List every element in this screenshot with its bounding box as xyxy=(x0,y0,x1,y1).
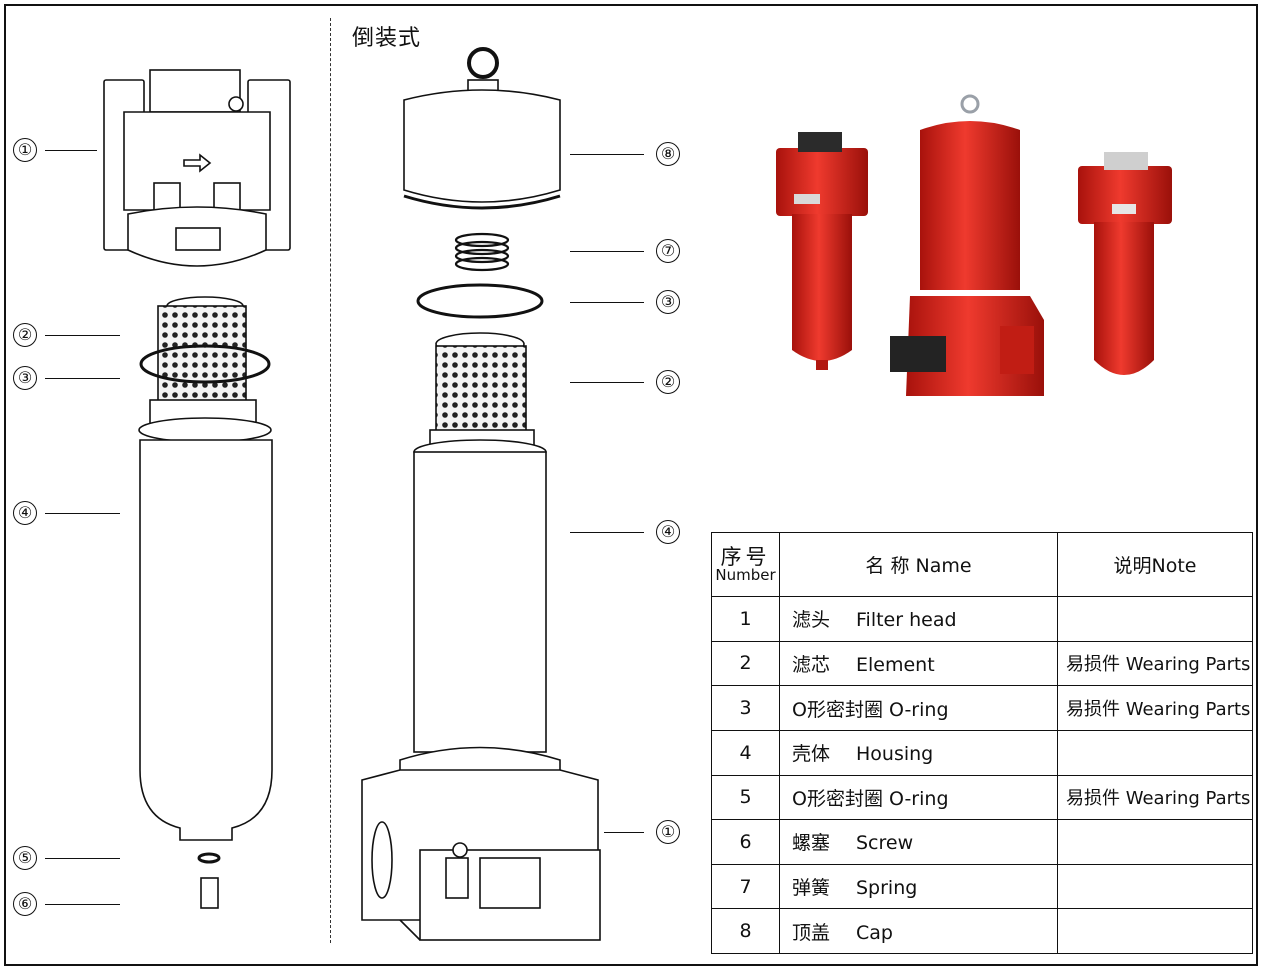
parts-table: 序号 Number 名 称 Name 说明Note 1 滤头 Filter hea… xyxy=(711,532,1253,954)
row-number: 4 xyxy=(711,729,780,776)
row-name-en: Cap xyxy=(856,921,893,944)
callout-right-8: ⑧ xyxy=(656,142,680,166)
callout-right-2: ② xyxy=(656,370,680,394)
row-name: 壳体 Housing xyxy=(779,729,1058,776)
leader-line xyxy=(45,904,120,905)
row-name-zh: O形密封圈 xyxy=(792,698,883,721)
table-row: 7 弹簧 Spring xyxy=(711,863,1253,910)
row-name: 滤头 Filter head xyxy=(779,596,1058,642)
table-row: 8 顶盖 Cap xyxy=(711,908,1253,954)
row-note xyxy=(1057,863,1253,910)
row-note xyxy=(1057,596,1253,642)
right-filter-head xyxy=(361,769,601,941)
row-note xyxy=(1057,908,1253,954)
row-name-zh: 螺塞 xyxy=(792,832,831,855)
row-number: 5 xyxy=(711,774,780,821)
row-name-zh: O形密封圈 xyxy=(792,787,883,810)
row-name-zh: 顶盖 xyxy=(792,921,831,944)
dashed-divider xyxy=(330,18,331,943)
header-number-zh: 序号 xyxy=(720,544,771,569)
row-name: 螺塞 Screw xyxy=(779,819,1058,865)
leader-line xyxy=(45,513,120,514)
leader-line xyxy=(45,150,97,151)
leader-line xyxy=(570,532,644,533)
callout-right-3: ③ xyxy=(656,290,680,314)
callout-left-2: ② xyxy=(13,323,37,347)
leader-line xyxy=(45,378,120,379)
callout-left-6: ⑥ xyxy=(13,892,37,916)
callout-left-1: ① xyxy=(13,138,37,162)
right-element xyxy=(429,332,535,453)
row-name-en: O-ring xyxy=(888,787,949,810)
table-row: 4 壳体 Housing xyxy=(711,729,1253,776)
row-name-zh: 壳体 xyxy=(792,743,831,766)
row-note xyxy=(1057,819,1253,865)
header-number-en: Number xyxy=(715,565,776,584)
outer-frame xyxy=(4,4,1258,966)
callout-right-7: ⑦ xyxy=(656,239,680,263)
row-name: 弹簧 Spring xyxy=(779,863,1058,910)
row-note: 易损件 Wearing Parts xyxy=(1057,685,1253,731)
leader-line xyxy=(570,251,644,252)
left-element xyxy=(139,296,271,431)
right-o-ring xyxy=(416,283,544,319)
left-filter-head xyxy=(103,69,291,267)
header-note: 说明Note xyxy=(1057,532,1253,597)
row-name: 顶盖 Cap xyxy=(779,908,1058,954)
right-cap xyxy=(403,47,561,210)
callout-right-1: ① xyxy=(656,820,680,844)
row-number: 1 xyxy=(711,596,780,642)
inverted-type-title: 倒装式 xyxy=(352,26,422,51)
table-row: 1 滤头 Filter head xyxy=(711,596,1253,642)
product-photo-left-unit xyxy=(776,132,868,370)
row-number: 3 xyxy=(711,685,780,731)
table-row: 2 滤芯 Element 易损件 Wearing Parts xyxy=(711,640,1253,687)
leader-line xyxy=(570,302,644,303)
leader-line xyxy=(45,335,120,336)
row-name-en: Housing xyxy=(856,743,934,766)
header-name: 名 称 Name xyxy=(779,532,1058,597)
row-name: 滤芯 Element xyxy=(779,640,1058,687)
row-number: 7 xyxy=(711,863,780,910)
row-number: 2 xyxy=(711,640,780,687)
row-note: 易损件 Wearing Parts xyxy=(1057,774,1253,821)
leader-line xyxy=(570,382,644,383)
row-note xyxy=(1057,729,1253,776)
row-name-en: Filter head xyxy=(856,609,957,632)
left-housing xyxy=(138,417,273,909)
row-name-zh: 滤头 xyxy=(792,609,831,632)
row-name-en: Screw xyxy=(856,832,914,855)
row-number: 8 xyxy=(711,908,780,954)
right-spring xyxy=(454,232,510,272)
right-housing xyxy=(399,439,561,791)
callout-left-4: ④ xyxy=(13,501,37,525)
product-photo-center-unit xyxy=(890,94,1044,396)
header-number: 序号 Number xyxy=(711,532,780,597)
row-name-zh: 滤芯 xyxy=(792,653,831,676)
callout-right-4: ④ xyxy=(656,520,680,544)
callout-left-3: ③ xyxy=(13,366,37,390)
table-header-row: 序号 Number 名 称 Name 说明Note xyxy=(711,532,1253,597)
table-row: 6 螺塞 Screw xyxy=(711,819,1253,865)
row-note: 易损件 Wearing Parts xyxy=(1057,640,1253,687)
leader-line xyxy=(570,154,644,155)
row-name-en: O-ring xyxy=(888,698,949,721)
row-number: 6 xyxy=(711,819,780,865)
leader-line xyxy=(45,858,120,859)
product-photo-right-unit xyxy=(1078,152,1172,375)
row-name-en: Element xyxy=(856,653,935,676)
callout-left-5: ⑤ xyxy=(13,846,37,870)
row-name-en: Spring xyxy=(856,877,918,900)
row-name-zh: 弹簧 xyxy=(792,877,831,900)
leader-line xyxy=(604,832,644,833)
